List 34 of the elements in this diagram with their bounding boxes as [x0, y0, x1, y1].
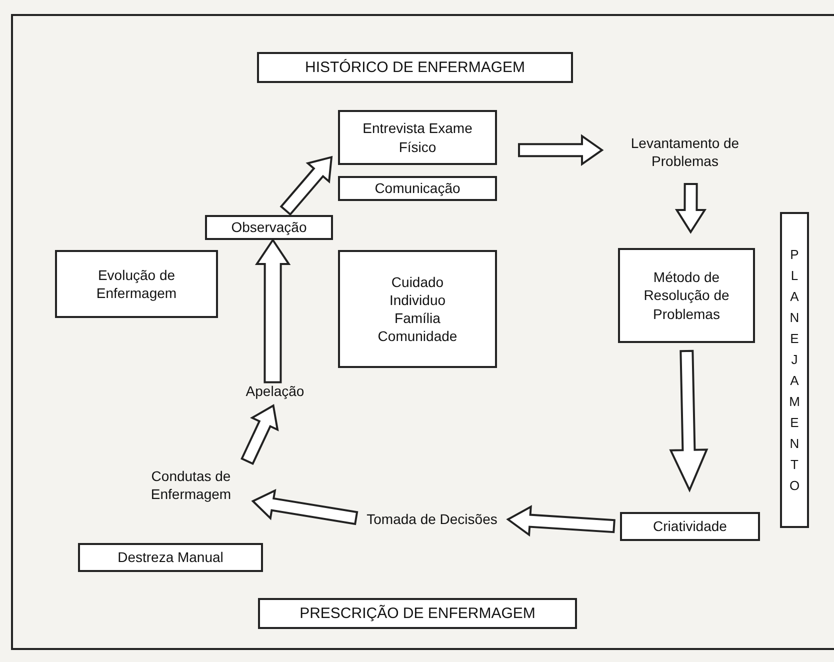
process-box — [205, 215, 333, 240]
block-arrow — [251, 488, 358, 526]
vertical-label-box — [780, 212, 809, 528]
process-box — [620, 512, 760, 541]
node-label: Método de Resolução de Problemas — [642, 268, 730, 323]
node-label: Comunicação — [374, 179, 460, 198]
process-box — [618, 248, 755, 343]
title-box — [257, 52, 573, 83]
node-label: Criatividade — [653, 517, 727, 536]
block-arrow — [518, 134, 604, 166]
section-title: PRESCRIÇÃO DE ENFERMAGEM — [300, 604, 536, 624]
block-arrow — [280, 156, 333, 216]
section-title: HISTÓRICO DE ENFERMAGEM — [304, 58, 525, 78]
node-label: Tomada de Decisões — [366, 510, 498, 528]
process-box — [338, 176, 497, 201]
block-arrow — [254, 238, 291, 384]
block-arrow — [240, 404, 279, 466]
process-box — [338, 110, 497, 165]
node-label: Apelação — [246, 382, 304, 400]
vertical-label: PLANEJAMENTO — [788, 246, 801, 496]
block-arrow — [506, 505, 616, 537]
node-label: Levantamento de Problemas — [630, 134, 740, 170]
node-label: Observação — [231, 218, 307, 237]
process-box — [338, 250, 497, 368]
title-box — [258, 598, 577, 629]
node-label: Cuidado Individuo Família Comunidade — [376, 272, 458, 346]
node-label: Evolução de Enfermagem — [95, 266, 178, 302]
process-box — [78, 543, 263, 572]
node-label: Condutas de Enfermagem — [150, 466, 232, 504]
node-label: Destreza Manual — [118, 548, 224, 567]
node-label: Entrevista Exame Físico — [362, 119, 472, 156]
block-arrow — [674, 182, 707, 234]
block-arrow — [669, 350, 708, 492]
process-box — [55, 250, 218, 318]
